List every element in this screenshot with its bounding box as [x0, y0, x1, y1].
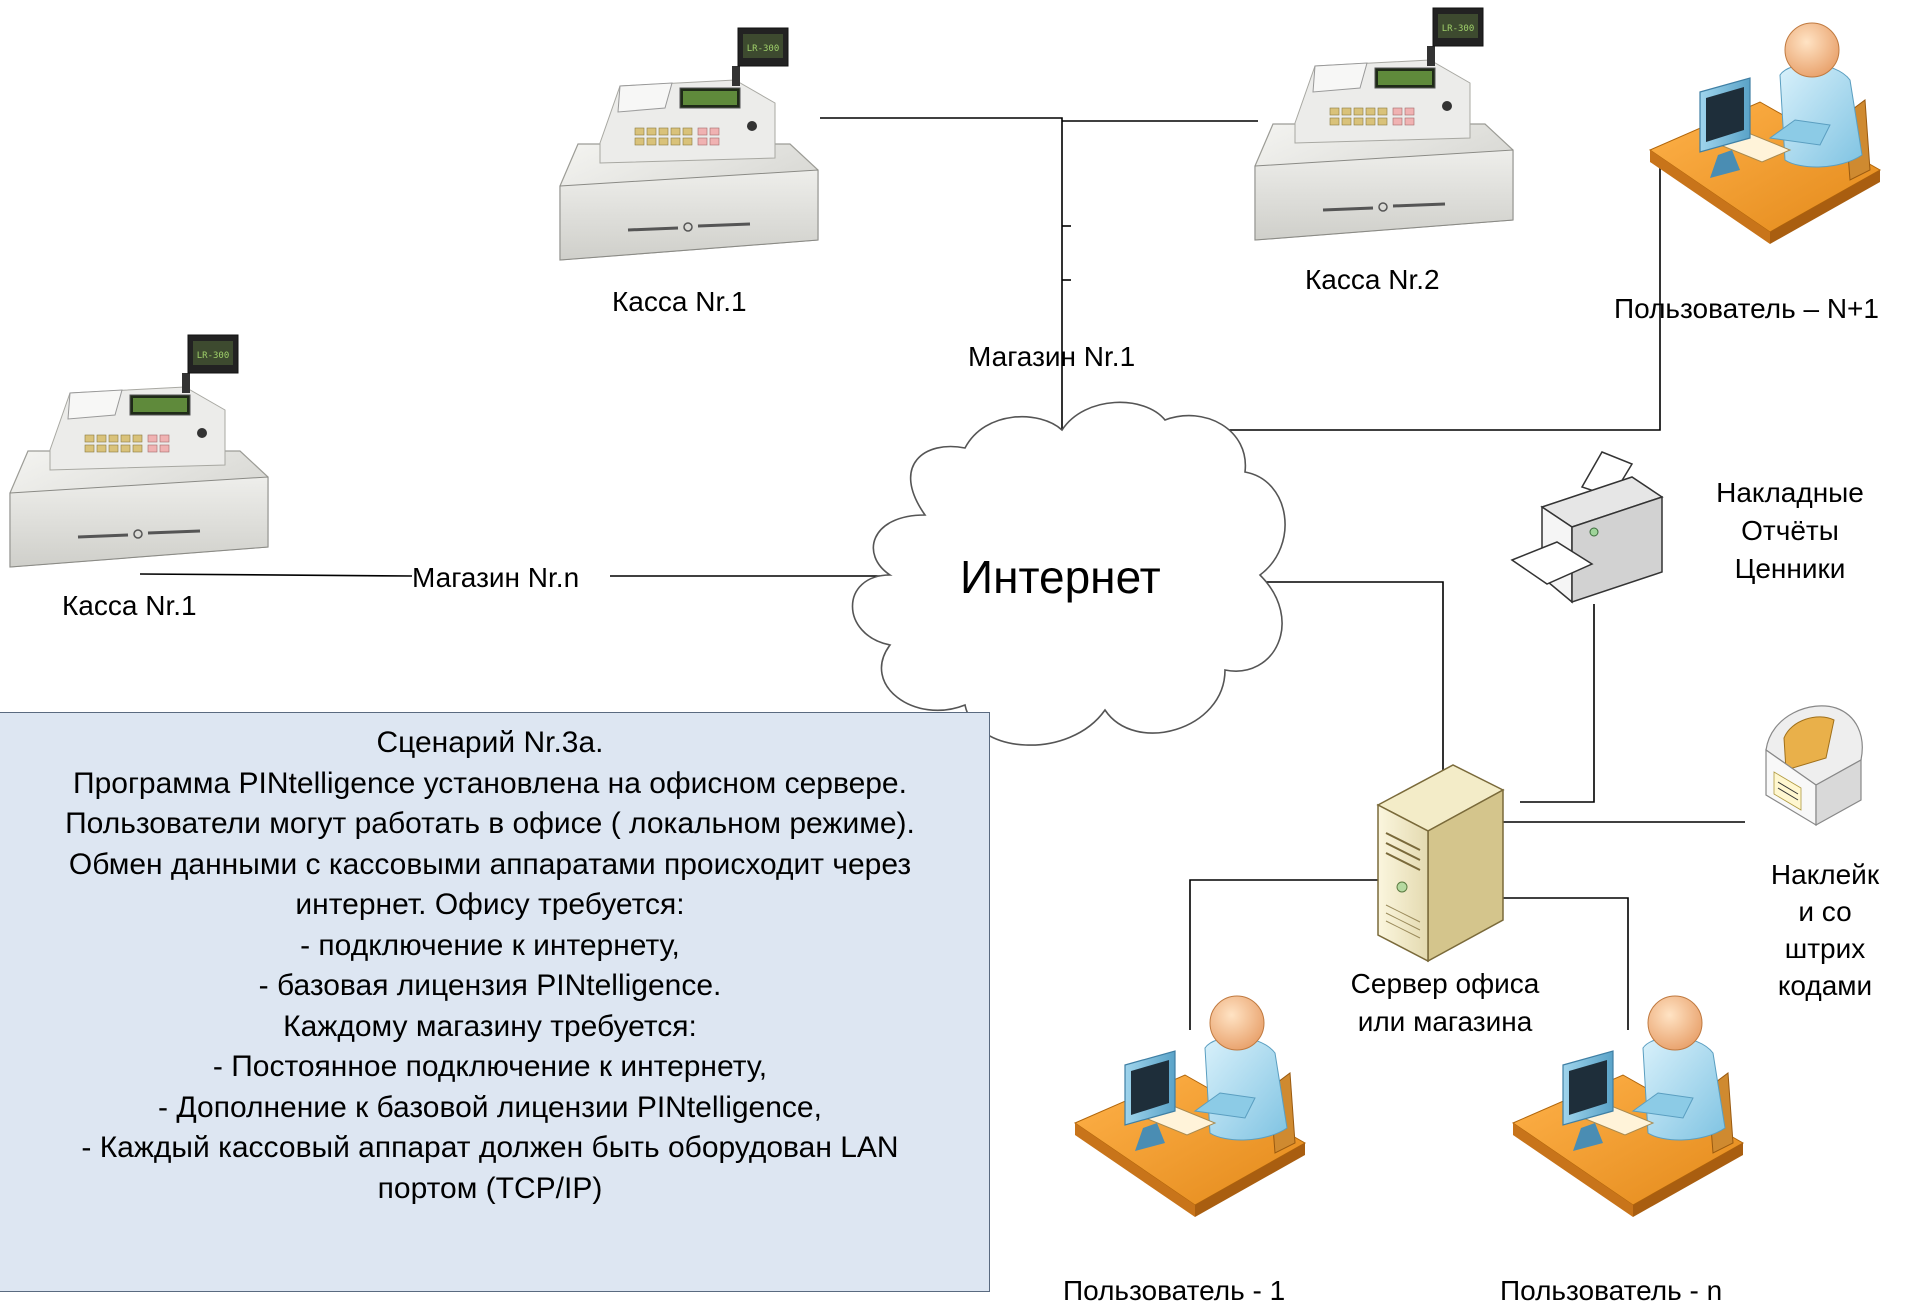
- register-1-label: Касса Nr.1: [612, 286, 747, 317]
- server-label-line2: или магазина: [1357, 1006, 1533, 1037]
- internet-cloud: [851, 401, 1286, 746]
- remote-user-label: Пользователь – N+1: [1614, 293, 1879, 324]
- link-shopn-left: [139, 573, 413, 577]
- user-workstation-n: [1511, 995, 1745, 1217]
- scenario-line: Пользователи могут работать в офисе ( ло…: [65, 807, 915, 840]
- label-printer-label-line2: и со: [1798, 896, 1852, 927]
- scenario-line: - Дополнение к базовой лицензии PINtelli…: [158, 1090, 822, 1124]
- server-label: Сервер офиса или магазина: [1325, 967, 1565, 1039]
- register-display-text: LR-300: [747, 44, 780, 54]
- link-printer: [1520, 604, 1595, 803]
- label-printer-label-line4: кодами: [1777, 970, 1873, 1001]
- scenario-line: - подключение к интернету,: [300, 928, 680, 962]
- scenario-description-box: Сценарий Nr.3a. Программа PINtelligence …: [0, 712, 990, 1292]
- server-label-line1: Сервер офиса: [1350, 968, 1540, 999]
- scenario-line: интернет. Офису требуется:: [295, 888, 685, 921]
- link-register1: [820, 117, 1063, 440]
- printer-label: Накладные Отчёты Ценники: [1690, 474, 1890, 588]
- user-n-label: Пользователь - n: [1500, 1275, 1723, 1306]
- user-workstation-1: [1073, 995, 1307, 1217]
- register-2-label: Касса Nr.2: [1305, 264, 1440, 295]
- scenario-line: - Постоянное подключение к интернету,: [212, 1050, 768, 1083]
- cash-register-2: LR-300: [1254, 7, 1514, 241]
- register-display-text: LR-300: [197, 351, 230, 361]
- scenario-line: портом (TCP/IP): [377, 1171, 603, 1205]
- scenario-title: Сценарий Nr.3a.: [376, 726, 604, 759]
- connection-lines: [139, 117, 1745, 1030]
- printer-label-line2: Отчёты: [1741, 515, 1839, 546]
- scenario-line: - Каждый кассовый аппарат должен быть об…: [81, 1131, 899, 1164]
- link-remote-user: [1222, 158, 1661, 431]
- link-cloud-server: [1260, 581, 1444, 795]
- register-n-label: Касса Nr.1: [62, 590, 197, 621]
- link-user1: [1189, 879, 1378, 1030]
- internet-label: Интернет: [960, 551, 1161, 603]
- cash-register-1: LR-300: [559, 27, 819, 261]
- printer-label-line3: Ценники: [1734, 553, 1846, 584]
- printer-label-line1: Накладные: [1716, 477, 1864, 508]
- shop-1-link-label: Магазин Nr.1: [968, 341, 1136, 372]
- shop-n-link-label: Магазин Nr.n: [412, 562, 580, 593]
- label-printer-label: Наклейк и со штрих кодами: [1735, 856, 1915, 1004]
- cash-register-n: LR-300: [9, 334, 269, 568]
- link-usern: [1503, 897, 1629, 1030]
- scenario-line: Каждому магазину требуется:: [283, 1009, 697, 1043]
- register-display-text: LR-300: [1442, 24, 1475, 34]
- label-printer-label-line1: Наклейк: [1770, 859, 1880, 890]
- office-printer: [1510, 451, 1664, 604]
- server-tower: [1376, 764, 1505, 963]
- scenario-line: Обмен данными с кассовыми аппаратами про…: [68, 847, 912, 881]
- user-workstation-remote: [1648, 22, 1882, 244]
- scenario-text: Сценарий Nr.3a. Программа PINtelligence …: [0, 723, 989, 1209]
- label-printer-label-line3: штрих: [1784, 933, 1866, 964]
- label-printer: [1765, 705, 1863, 827]
- user-1-label: Пользователь - 1: [1063, 1275, 1286, 1306]
- scenario-line: Программа PINtelligence установлена на о…: [73, 766, 907, 800]
- scenario-line: - базовая лицензия PINtelligence.: [258, 969, 722, 1002]
